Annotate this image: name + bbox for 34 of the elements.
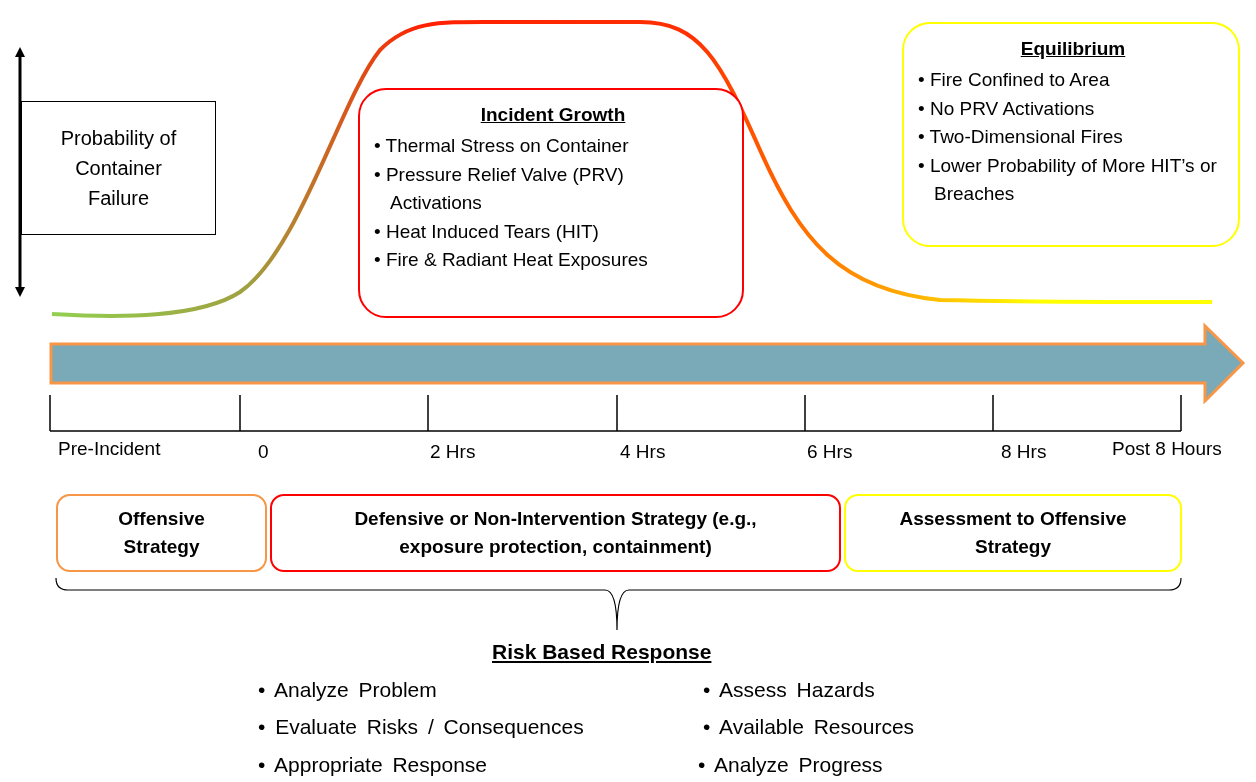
info-box [358, 88, 744, 318]
tick-label: 8 Hrs [1001, 441, 1047, 463]
box-text: Defensive or Non-Intervention Strategy (e.g., exposure protection, containment) [353, 506, 758, 559]
label-box [21, 101, 216, 235]
bullet-item: • Assess Hazards [703, 678, 875, 702]
box-heading: Incident Growth [479, 104, 627, 126]
strategy-box [844, 494, 1182, 572]
tick-label: 6 Hrs [807, 441, 853, 463]
info-box [902, 22, 1240, 247]
box-text: Probability of Container Failure [59, 126, 178, 211]
box-text: Assessment to Offensive Strategy [898, 506, 1128, 559]
box-heading: Equilibrium [1019, 38, 1127, 60]
tick-label: 2 Hrs [430, 441, 476, 463]
bullet-item: • Pressure Relief Valve (PRV) Activations [374, 162, 625, 215]
tick-label: 0 [258, 441, 269, 463]
bullet-item: • Lower Probability of More HIT’s or Breaches [918, 153, 1218, 206]
bullet-item: • Analyze Problem [258, 678, 437, 702]
bullet-item: • Available Resources [703, 715, 915, 739]
bullet-item: • No PRV Activations [918, 96, 1096, 121]
section-heading: Risk Based Response [492, 640, 712, 664]
bullet-item: • Evaluate Risks / Consequences [258, 715, 584, 739]
bullet-item: • Two-Dimensional Fires [918, 125, 1124, 149]
bullet-item: • Analyze Progress [698, 753, 883, 777]
tick-label: 4 Hrs [620, 441, 666, 463]
bullet-item: • Thermal Stress on Container [374, 134, 630, 158]
bullet-item: • Fire & Radiant Heat Exposures [374, 248, 649, 272]
bullet-item: • Heat Induced Tears (HIT) [374, 219, 600, 244]
strategy-box [56, 494, 267, 572]
bullet-item: • Appropriate Response [258, 753, 487, 777]
strategy-box [270, 494, 841, 572]
tick-label: Post 8 Hours [1112, 438, 1222, 460]
box-text: Offensive Strategy [117, 506, 206, 559]
tick-label: Pre-Incident [58, 438, 161, 460]
bullet-item: • Fire Confined to Area [918, 68, 1111, 92]
